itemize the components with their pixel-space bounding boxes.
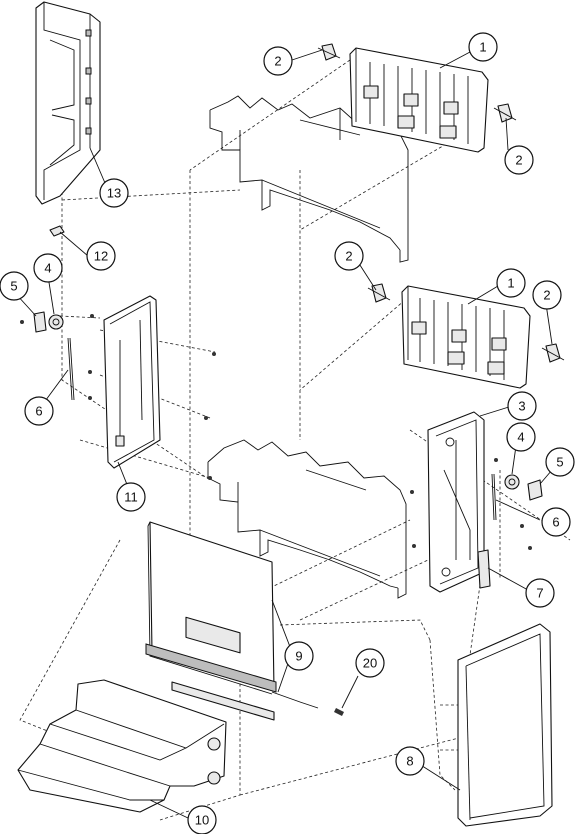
- callout-11: 11: [117, 483, 145, 511]
- callout-4-left: 4: [34, 254, 62, 282]
- callout-8: 8: [396, 747, 424, 775]
- callout-9: 9: [285, 642, 313, 670]
- callout-6-right: 6: [542, 508, 570, 536]
- part-output-tray: [18, 680, 226, 812]
- svg-text:2: 2: [515, 153, 522, 168]
- svg-text:5: 5: [10, 279, 17, 294]
- callout-1-lower-tray: 1: [497, 269, 525, 297]
- part-roller-7: [478, 550, 490, 588]
- part-left-cover: [36, 2, 100, 204]
- svg-text:6: 6: [35, 404, 42, 419]
- svg-text:1: 1: [507, 276, 514, 291]
- svg-text:8: 8: [406, 754, 413, 769]
- svg-text:4: 4: [44, 261, 51, 276]
- svg-text:2: 2: [345, 249, 352, 264]
- svg-text:13: 13: [107, 186, 121, 201]
- callout-2-mid-right: 2: [533, 281, 561, 309]
- callout-1-upper-tray: 1: [469, 33, 497, 61]
- svg-text:4: 4: [517, 430, 524, 445]
- callout-20: 20: [356, 649, 384, 677]
- part-spring-6-left: [68, 338, 74, 400]
- callout-2-top-right: 2: [505, 146, 533, 174]
- callout-5-right: 5: [546, 448, 574, 476]
- part-screw-20: [272, 692, 344, 716]
- svg-text:9: 9: [295, 649, 302, 664]
- part-left-side-plate: [88, 296, 216, 480]
- callout-12: 12: [87, 242, 115, 270]
- callout-4-right: 4: [507, 423, 535, 451]
- part-gear-4-right: [505, 475, 519, 489]
- part-clip-2c: [368, 284, 390, 302]
- part-bracket-5-left: [20, 312, 46, 332]
- callout-3: 3: [508, 392, 536, 420]
- part-gear-tray-lower: [402, 286, 530, 388]
- svg-text:2: 2: [543, 288, 550, 303]
- part-spring-6-right: [492, 474, 496, 520]
- callout-10: 10: [188, 806, 216, 834]
- svg-text:6: 6: [552, 515, 559, 530]
- svg-text:3: 3: [518, 399, 525, 414]
- callout-13: 13: [100, 179, 128, 207]
- svg-text:11: 11: [124, 490, 138, 505]
- svg-text:2: 2: [274, 54, 281, 69]
- svg-text:10: 10: [195, 813, 209, 828]
- part-bracket-5-right: [528, 480, 542, 500]
- svg-text:5: 5: [556, 455, 563, 470]
- part-clip-2d: [542, 344, 564, 362]
- callout-2-top-left: 2: [264, 47, 292, 75]
- svg-text:7: 7: [536, 586, 543, 601]
- svg-text:20: 20: [363, 656, 377, 671]
- part-rear-panel: [146, 522, 276, 720]
- callout-7: 7: [526, 579, 554, 607]
- part-gear-4-left: [49, 315, 63, 329]
- callout-2-mid-left: 2: [335, 242, 363, 270]
- part-right-cover: [458, 624, 552, 826]
- part-clip-2a: [318, 44, 340, 60]
- callout-5-left: 5: [0, 272, 28, 300]
- svg-text:12: 12: [94, 249, 108, 264]
- part-gear-tray-upper: [350, 48, 488, 152]
- part-clip-2b: [494, 104, 516, 122]
- callout-6-left: 6: [25, 397, 53, 425]
- svg-text:1: 1: [479, 40, 486, 55]
